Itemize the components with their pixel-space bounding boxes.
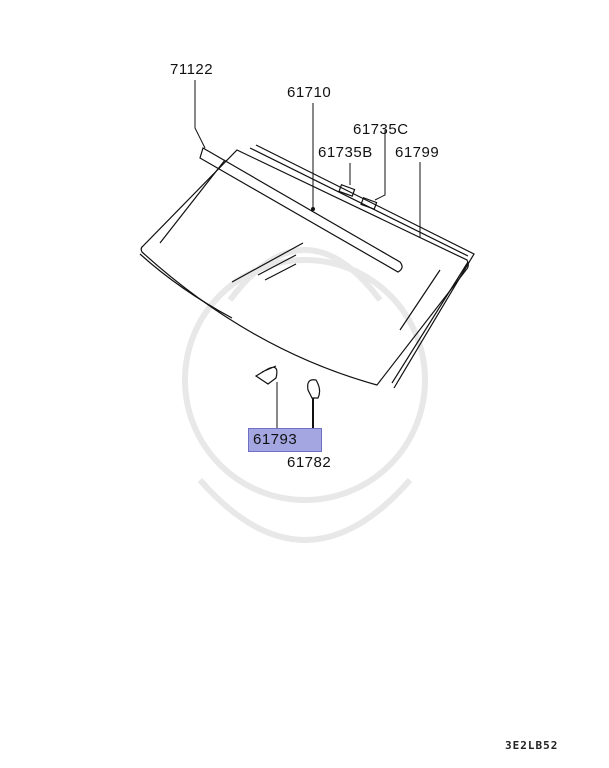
label-61735c[interactable]: 61735C [353,121,409,138]
diagram-code: 3E2LB52 [505,739,559,752]
leader-lines [194,80,421,452]
windshield-glass [140,149,469,386]
part-61782-clip [307,379,321,399]
label-61782[interactable]: 61782 [287,454,332,471]
label-61799[interactable]: 61799 [395,144,440,161]
label-61793-highlighted[interactable]: 61793 [248,428,322,452]
part-61735c [360,197,378,210]
part-61793-clip [254,365,278,385]
bottom-strip [139,253,233,319]
part-61735b [338,184,356,197]
watermark [182,247,428,543]
molding-71122 [199,147,403,273]
label-61735b[interactable]: 61735B [318,144,373,161]
glass-reflection [231,242,304,283]
molding-61799 [249,144,475,389]
label-61710[interactable]: 61710 [287,84,332,101]
label-71122[interactable]: 71122 [170,61,214,78]
glass-inner-edge [159,159,441,331]
pointer-dot [311,207,315,211]
